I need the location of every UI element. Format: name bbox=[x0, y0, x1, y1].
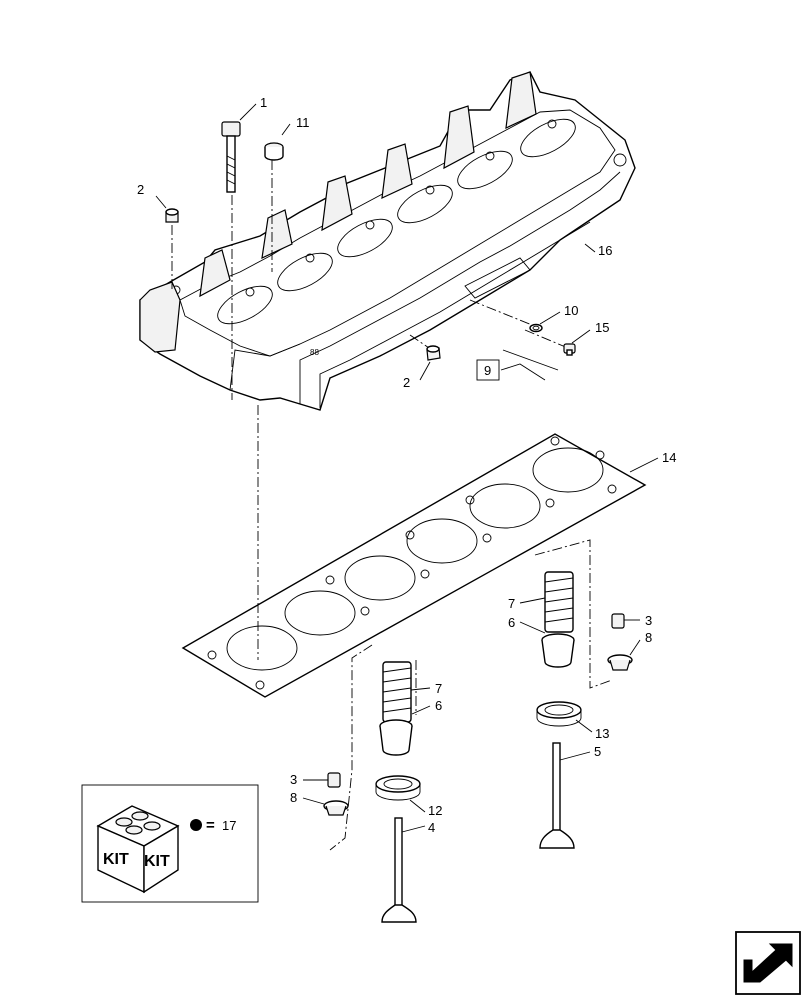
expansion-plug bbox=[264, 142, 284, 161]
kit-number: 17 bbox=[222, 818, 236, 833]
kit-box-icon: KIT KIT bbox=[96, 805, 180, 894]
callout-9: 9 bbox=[484, 363, 491, 378]
callout-4: 4 bbox=[428, 820, 435, 835]
callout-12: 12 bbox=[428, 803, 442, 818]
callout-2-upper: 2 bbox=[137, 182, 144, 197]
plug-upper bbox=[165, 208, 179, 223]
callout-3-right: 3 bbox=[645, 613, 652, 628]
callouts: 1 11 2 16 10 15 9 2 14 7 6 3 8 13 5 7 6 … bbox=[137, 95, 676, 835]
callout-8-left: 8 bbox=[290, 790, 297, 805]
callout-7-left: 7 bbox=[435, 681, 442, 696]
callout-7-right: 7 bbox=[508, 596, 515, 611]
callout-6-right: 6 bbox=[508, 615, 515, 630]
plug-lower bbox=[426, 345, 441, 361]
callout-9-box bbox=[476, 359, 500, 381]
head-bolt bbox=[221, 121, 241, 193]
callout-13: 13 bbox=[595, 726, 609, 741]
next-page-arrow-icon[interactable] bbox=[735, 931, 801, 995]
kit-equals: = bbox=[206, 817, 215, 834]
callout-2-lower: 2 bbox=[403, 375, 410, 390]
valve-train-exhaust bbox=[536, 571, 633, 849]
callout-8-right: 8 bbox=[645, 630, 652, 645]
callout-10: 10 bbox=[564, 303, 578, 318]
screw bbox=[563, 343, 576, 356]
dowel-pin bbox=[529, 323, 543, 333]
cylinder-head: 88 bbox=[139, 71, 636, 411]
callout-5: 5 bbox=[594, 744, 601, 759]
casting-mark: 88 bbox=[310, 348, 319, 357]
valve-train-intake bbox=[323, 661, 421, 923]
kit-legend-frame bbox=[81, 784, 259, 903]
kit-bullet-dot bbox=[190, 819, 202, 831]
callout-6-left: 6 bbox=[435, 698, 442, 713]
callout-3-left: 3 bbox=[290, 772, 297, 787]
kit-legend: KIT KIT = 17 bbox=[81, 784, 259, 903]
callout-15: 15 bbox=[595, 320, 609, 335]
kit-label-right: KIT bbox=[144, 853, 170, 870]
callout-14: 14 bbox=[662, 450, 676, 465]
arrow-icon-glyph[interactable] bbox=[743, 943, 793, 983]
callout-16: 16 bbox=[598, 243, 612, 258]
callout-11: 11 bbox=[296, 115, 310, 130]
callout-1: 1 bbox=[260, 95, 267, 110]
leader-lines bbox=[155, 103, 659, 833]
kit-label-left: KIT bbox=[103, 851, 129, 868]
head-gasket bbox=[181, 433, 647, 698]
